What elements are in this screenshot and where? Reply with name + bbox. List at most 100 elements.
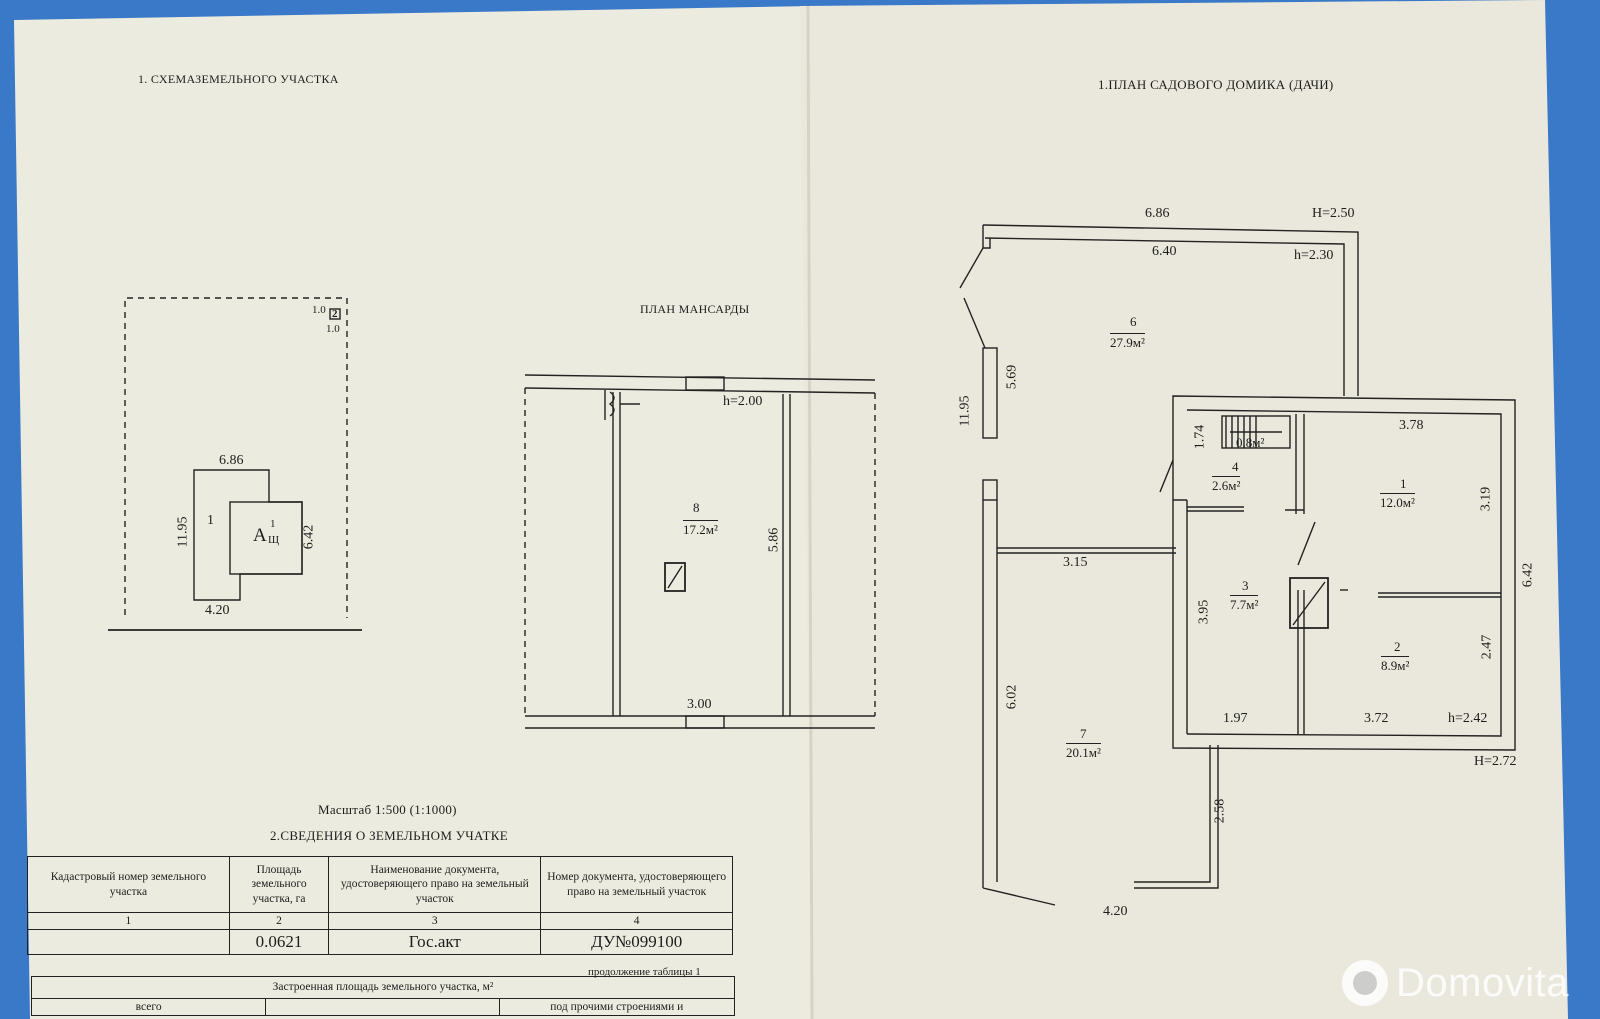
site-corner-badge: 2 [332, 308, 338, 320]
dim-porch-side: 2.58 [1212, 798, 1228, 824]
site-area-number: 1 [207, 513, 214, 528]
table-header-row: Кадастровый номер земельного участка Пло… [27, 856, 733, 913]
plan-top-wall [982, 224, 1359, 396]
watermark-text: Domovita [1396, 960, 1569, 1005]
plan-stove [1289, 577, 1329, 629]
table-title: 2.СВЕДЕНИЯ О ЗЕМЕЛЬНОМ УЧАТКЕ [270, 828, 508, 843]
col-number-4: 4 [540, 911, 733, 931]
attic-plan-title: ПЛАН МАНСАРДЫ [640, 302, 750, 316]
dim-bottom-right: 3.72 [1364, 711, 1389, 726]
plan-partition-6-7 [997, 547, 1176, 554]
dim-bottom-left: 1.97 [1223, 711, 1248, 726]
built-area-header: Застроенная площадь земельного участка, … [31, 976, 735, 999]
table-value-row: 0.0621 Гос.акт ДУ№099100 [27, 929, 733, 955]
site-building-right-dim: 6.42 [301, 524, 317, 550]
dim-H-bottom: H=2.72 [1474, 754, 1517, 769]
built-area-col3: под прочими строениями и [498, 997, 736, 1017]
attic-room-number: 8 [693, 500, 700, 515]
attic-chimney [664, 562, 686, 592]
value-cadastral [27, 929, 230, 955]
scale-label: Масштаб 1:500 (1:1000) [318, 802, 457, 817]
attic-stairs [604, 390, 640, 420]
plan-wall-4-3 [1187, 506, 1244, 512]
dim-bottom-len: 4.20 [1103, 904, 1128, 919]
attic-height: h=2.00 [723, 394, 763, 409]
room-1-number: 1 [1400, 476, 1407, 491]
plan-wall-2-1 [1378, 592, 1501, 598]
plan-left-window-lower [982, 479, 998, 501]
room-4-area: 2.6м² [1212, 476, 1241, 493]
site-building-top-dim: 6.86 [219, 453, 244, 468]
house-plan [959, 224, 1516, 906]
plan-wall-3-2 [1297, 590, 1305, 734]
dim-r1-width: 3.78 [1399, 418, 1424, 433]
value-area: 0.0621 [228, 929, 330, 955]
room-7-area: 20.1м² [1066, 743, 1101, 760]
header-area: Площадь земельного участка, га [228, 856, 330, 913]
dim-right-outer: 6.42 [1520, 562, 1536, 588]
dim-r3-height: 3.95 [1196, 599, 1212, 625]
attic-width: 3.00 [687, 697, 712, 712]
plan-core-inner [1186, 409, 1502, 737]
plan-left-window [982, 347, 998, 439]
header-cadastral: Кадастровый номер земельного участка [27, 856, 230, 913]
room-1-area: 12.0м² [1380, 493, 1415, 510]
table-number-row: 1 2 3 4 [27, 911, 733, 931]
attic-window-bottom [685, 715, 725, 729]
attic-plan [524, 374, 876, 729]
domovita-logo-icon [1342, 960, 1388, 1006]
plan-core-left-slant [1159, 459, 1174, 493]
room-6-number: 6 [1130, 314, 1137, 329]
site-building-sup: 1 [270, 518, 276, 530]
land-info-table: Кадастровый номер земельного участка Пло… [27, 856, 733, 955]
dim-top-inner: 6.40 [1152, 244, 1177, 259]
dim-r6-width: 3.15 [1063, 555, 1088, 570]
dim-h-top: h=2.30 [1294, 248, 1334, 263]
header-doc-name: Наименование документа, удостоверяющего … [328, 856, 542, 913]
room-3-area: 7.7м² [1230, 595, 1259, 612]
page-fold [806, 5, 814, 1019]
plan-wall-1-4 [1285, 414, 1305, 514]
dim-h-bottom: h=2.42 [1448, 711, 1488, 726]
site-scheme-title: 1. СХЕМАЗЕМЕЛЬНОГО УЧАСТКА [138, 72, 339, 86]
plan-core-outer [1172, 395, 1516, 751]
plan-bay-upper [959, 247, 986, 349]
dim-r2-height: 2.47 [1479, 634, 1495, 660]
header-doc-number: Номер документа, удостоверяющего право н… [540, 856, 733, 913]
dim-left-inner: 5.69 [1004, 364, 1020, 390]
right-page [800, 0, 1568, 1019]
attic-left-wall [612, 392, 621, 716]
site-boundary [124, 297, 348, 618]
attic-window-top [685, 376, 725, 391]
plan-diag [1297, 521, 1316, 566]
room-7-number: 7 [1080, 726, 1087, 741]
built-area-table: Застроенная площадь земельного участка, … [30, 976, 736, 1017]
col-number-1: 1 [27, 911, 230, 931]
domovita-watermark: Domovita [1342, 958, 1569, 1008]
room-2-area: 8.9м² [1381, 656, 1410, 673]
attic-right-wall [782, 394, 791, 716]
built-area-col2 [265, 997, 500, 1017]
dim-H-top: H=2.50 [1312, 206, 1355, 221]
dim-stair-height: 1.74 [1192, 424, 1208, 450]
stair-area: 0.8м² [1236, 435, 1265, 450]
dim-r7-height: 6.02 [1004, 684, 1020, 710]
plan-left-wall [982, 500, 998, 888]
col-number-3: 3 [328, 911, 542, 931]
attic-room-area: 17.2м² [683, 520, 718, 537]
site-building-label: А [253, 525, 267, 546]
built-area-total: всего [30, 997, 267, 1017]
plan-core-left-wall [1173, 499, 1188, 734]
value-doc-name: Гос.акт [328, 929, 542, 955]
room-3-number: 3 [1242, 578, 1249, 593]
dim-top-outer: 6.86 [1145, 206, 1170, 221]
site-corner-bottom: 1.0 [326, 323, 340, 335]
site-scheme [108, 297, 362, 631]
value-doc-number: ДУ№099100 [540, 929, 733, 955]
site-building-bottom-dim: 4.20 [205, 603, 230, 618]
site-corner-badge-box [329, 308, 341, 320]
dim-left-outer: 11.95 [957, 395, 973, 427]
site-corner-top: 1.0 [312, 304, 326, 316]
room-4-number: 4 [1232, 459, 1239, 474]
